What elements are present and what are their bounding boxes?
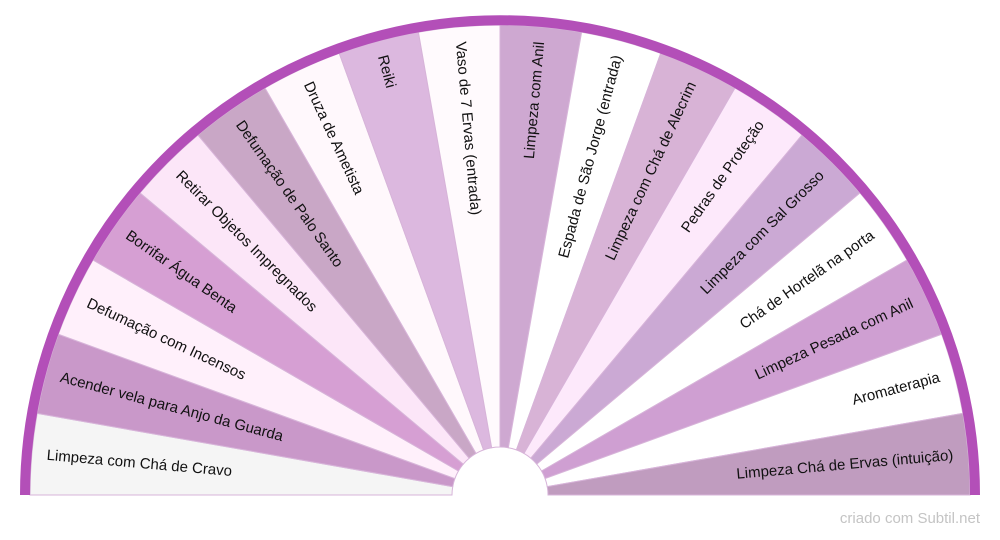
sectors-layer xyxy=(29,24,971,496)
outer-border-arc xyxy=(20,15,980,496)
sector-slice xyxy=(546,412,971,496)
credit-text: criado com Subtil.net xyxy=(839,510,980,527)
center-hub xyxy=(456,456,544,500)
